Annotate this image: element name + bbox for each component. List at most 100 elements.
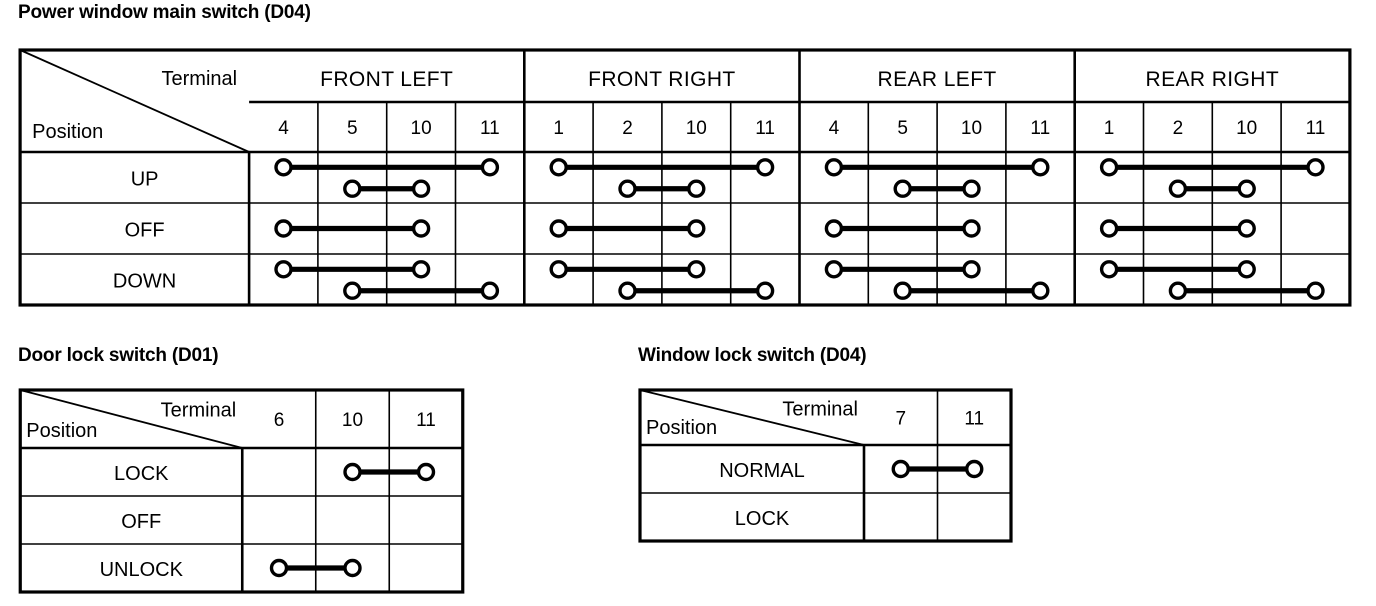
terminal-connection (824, 219, 981, 238)
terminal-dot (274, 158, 293, 177)
position-label: UNLOCK (100, 559, 184, 581)
position-header-label: Position (26, 420, 97, 442)
terminal-dot (1099, 158, 1119, 177)
terminal-dot (1168, 281, 1188, 300)
terminal-dot (411, 179, 431, 198)
position-label: DOWN (113, 271, 176, 293)
terminal-number: 6 (274, 410, 285, 431)
terminal-dot (411, 260, 431, 279)
terminal-dot (274, 260, 293, 279)
page-title-window-lock: Window lock switch (D04) (638, 345, 867, 366)
terminal-number: 7 (895, 409, 906, 430)
terminal-dot (962, 179, 981, 198)
terminal-connection (343, 281, 500, 300)
position-label: LOCK (114, 463, 169, 485)
terminal-dot (343, 462, 362, 482)
position-header-label: Position (32, 121, 103, 143)
terminal-dot (1099, 219, 1119, 238)
terminal-connection (549, 219, 706, 238)
terminal-dot (411, 219, 431, 238)
position-label: OFF (125, 220, 165, 242)
terminal-number: 2 (622, 118, 633, 139)
terminal-number: 10 (686, 118, 707, 139)
terminal-connection (274, 219, 431, 238)
terminal-dot (480, 281, 500, 300)
terminal-dot (416, 462, 436, 482)
terminal-dot (755, 281, 775, 300)
terminal-number: 1 (1104, 118, 1115, 139)
group-header-rear-right: REAR RIGHT (1146, 68, 1280, 91)
terminal-number: 11 (755, 118, 775, 139)
terminal-number: 10 (342, 410, 363, 431)
terminal-dot (687, 179, 706, 198)
terminal-connection (1099, 158, 1325, 177)
terminal-header-label: Terminal (162, 68, 238, 90)
terminal-number: 10 (411, 118, 432, 139)
position-label: UP (131, 169, 159, 191)
terminal-dot (893, 281, 912, 300)
terminal-connection (274, 260, 431, 279)
position-label: OFF (121, 511, 161, 533)
terminal-dot (687, 260, 706, 279)
terminal-number: 5 (347, 118, 358, 139)
terminal-dot (549, 158, 568, 177)
terminal-dot (1237, 179, 1256, 198)
terminal-dot (269, 558, 289, 578)
terminal-dot (1237, 260, 1256, 279)
terminal-connection (1099, 219, 1256, 238)
terminal-dot (343, 558, 362, 578)
terminal-dot (962, 219, 981, 238)
terminal-number: 5 (897, 118, 908, 139)
terminal-connection (824, 260, 981, 279)
terminal-number: 11 (964, 409, 984, 430)
terminal-dot (618, 179, 637, 198)
terminal-dot (1237, 219, 1256, 238)
terminal-number: 4 (829, 118, 840, 139)
position-header-label: Position (646, 417, 717, 439)
terminal-connection (549, 260, 706, 279)
terminal-number: 11 (1030, 118, 1050, 139)
terminal-dot (1168, 179, 1188, 198)
terminal-dot (893, 179, 912, 198)
terminal-connection (893, 281, 1050, 300)
terminal-dot (618, 281, 637, 300)
group-header-rear-left: REAR LEFT (878, 68, 997, 91)
terminal-dot (480, 158, 500, 177)
terminal-dot (549, 219, 568, 238)
position-label: NORMAL (719, 460, 805, 482)
terminal-dot (891, 459, 910, 479)
terminal-connection (618, 281, 775, 300)
group-header-front-left: FRONT LEFT (320, 68, 453, 91)
terminal-dot (824, 219, 844, 238)
terminal-number: 2 (1173, 118, 1184, 139)
terminal-dot (343, 179, 362, 198)
terminal-number: 10 (961, 118, 982, 139)
terminal-connection (1168, 179, 1256, 198)
terminal-header-label: Terminal (782, 398, 858, 420)
terminal-dot (755, 158, 775, 177)
terminal-connection (893, 179, 981, 198)
terminal-connection (549, 158, 775, 177)
terminal-dot (1031, 158, 1050, 177)
terminal-number: 11 (416, 410, 436, 431)
page-title-door-lock: Door lock switch (D01) (18, 345, 219, 366)
terminal-connection (1099, 260, 1256, 279)
terminal-number: 11 (480, 118, 500, 139)
terminal-number: 4 (278, 118, 289, 139)
terminal-connection (343, 462, 436, 482)
terminal-header-label: Terminal (161, 400, 237, 422)
terminal-dot (1031, 281, 1050, 300)
terminal-dot (962, 260, 981, 279)
terminal-dot (687, 219, 706, 238)
terminal-dot (824, 158, 844, 177)
terminal-number: 10 (1236, 118, 1257, 139)
group-header-front-right: FRONT RIGHT (588, 68, 736, 91)
